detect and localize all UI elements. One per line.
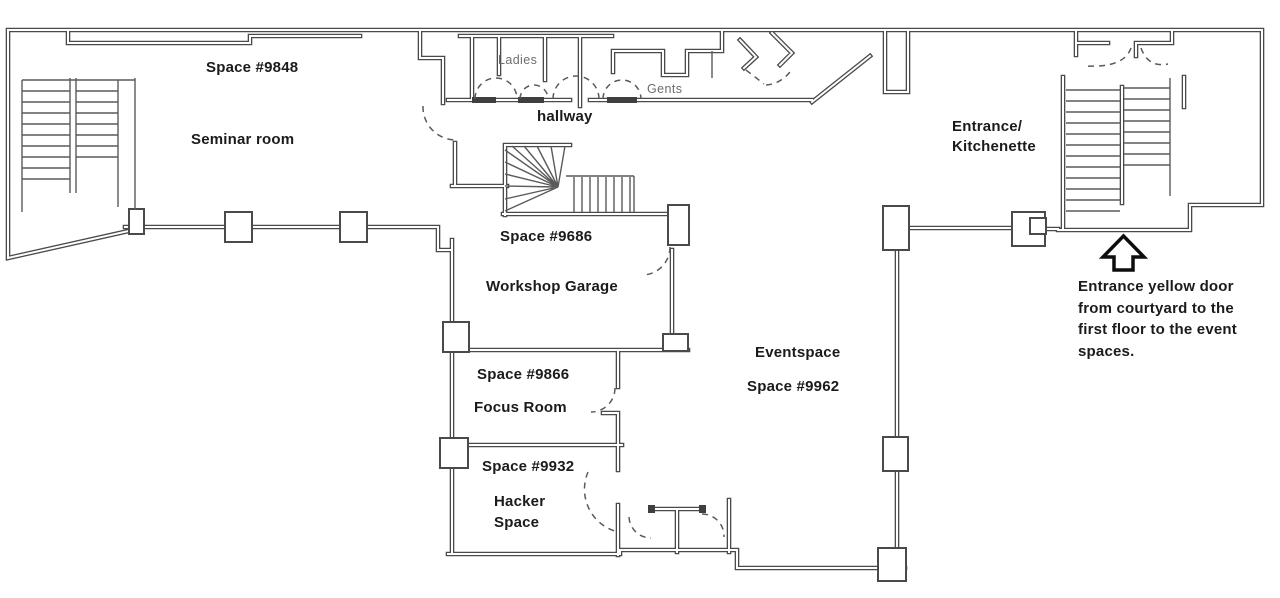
label-space-9866: Space #9866 <box>477 366 570 383</box>
door-sills <box>472 97 706 513</box>
entrance-note-line3: first floor to the event <box>1078 321 1237 338</box>
label-ladies: Ladies <box>498 53 538 67</box>
entrance-note-line2: from courtyard to the <box>1078 299 1234 317</box>
label-hallway: hallway <box>537 108 593 125</box>
label-space-9962: Space #9962 <box>747 378 840 395</box>
label-focus-room: Focus Room <box>474 399 567 416</box>
pillars <box>128 204 1047 582</box>
label-entrance-kitchenette-line2: Kitchenette <box>952 138 1036 155</box>
label-space-9686: Space #9686 <box>500 228 593 245</box>
door-arcs <box>422 47 1169 539</box>
label-entrance-kitchenette-line1: Entrance/ <box>952 118 1023 135</box>
label-space-9932: Space #9932 <box>482 458 575 475</box>
label-seminar-room: Seminar room <box>191 131 295 148</box>
stairs <box>21 51 1171 212</box>
label-hacker-space-line2: Space <box>494 514 540 531</box>
entrance-up-arrow-icon <box>1098 233 1149 272</box>
entrance-note: Entrance yellow door from courtyard to t… <box>1078 276 1237 362</box>
label-space-9848: Space #9848 <box>206 59 299 76</box>
label-eventspace: Eventspace <box>755 344 841 361</box>
entrance-note-line4: spaces. <box>1078 342 1135 360</box>
label-hacker-space-line1: Hacker <box>494 493 546 510</box>
entrance-note-line1: Entrance yellow door <box>1078 278 1234 295</box>
label-entrance-kitchenette: Entrance/ Kitchenette <box>952 117 1036 157</box>
walls <box>8 30 1262 568</box>
label-gents: Gents <box>647 82 683 96</box>
label-workshop-garage: Workshop Garage <box>486 278 618 295</box>
label-hacker-space: Hacker Space <box>494 491 545 533</box>
